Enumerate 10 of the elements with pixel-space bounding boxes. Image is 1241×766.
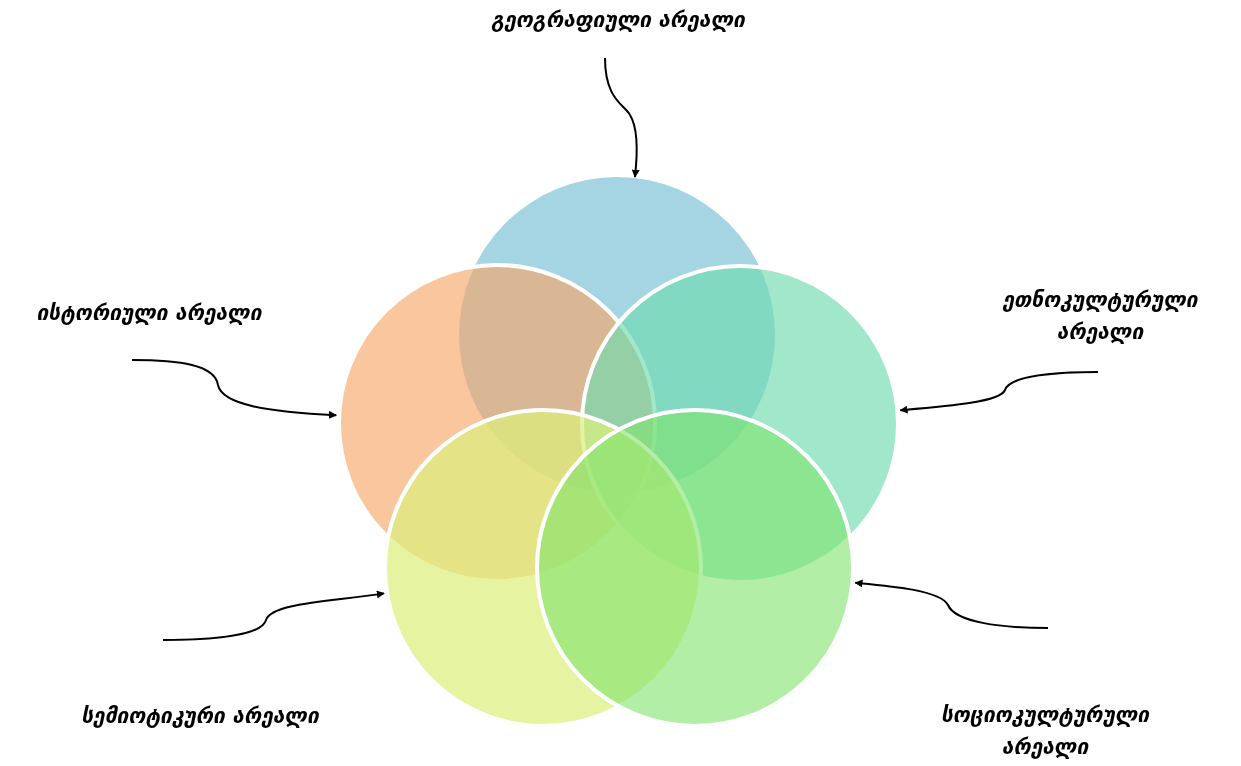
curved-arrow: [131, 359, 338, 419]
area-label: სოციოკულტურული არეალი: [939, 702, 1151, 761]
area-label: გეოგრაფიული არეალი: [491, 7, 745, 34]
curved-arrow: [854, 579, 1049, 629]
area-label: ეთნოკულტურული არეალი: [1001, 287, 1199, 346]
curved-arrow: [899, 371, 1099, 414]
area-label: სემიოტიკური არეალი: [81, 703, 319, 730]
curved-arrow: [162, 590, 385, 641]
curved-arrow: [604, 57, 640, 178]
area-label: ისტორიული არეალი: [36, 300, 262, 327]
